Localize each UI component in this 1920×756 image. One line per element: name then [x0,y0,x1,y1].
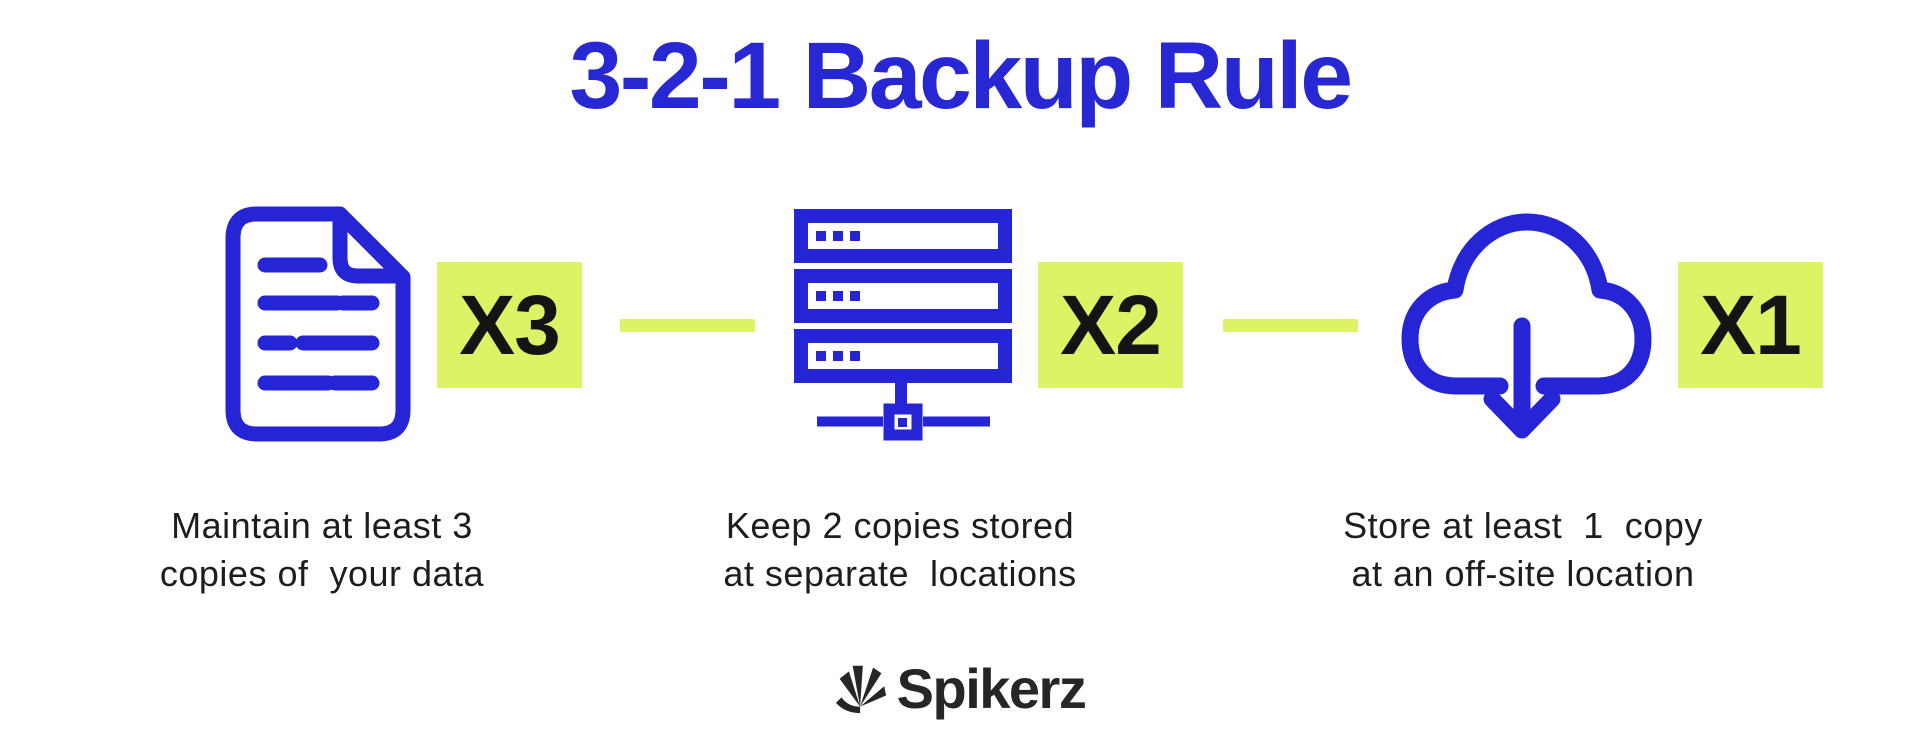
caption-offsite: Store at least 1 copy at an off-site loc… [1263,502,1783,598]
document-text-lines [257,257,380,391]
badge-label: X3 [459,277,561,372]
document-icon [225,206,411,442]
spikerz-hand-icon [835,665,886,713]
caption-line: Store at least 1 copy [1343,505,1703,546]
connector-dash-1 [620,319,755,332]
caption-line: copies of your data [159,553,485,594]
caption-line: at an off-site location [1351,553,1695,594]
count-badge-x1: X1 [1678,262,1823,388]
caption-line: Keep 2 copies stored [725,505,1075,546]
count-badge-x2: X2 [1038,262,1183,388]
cloud-download-icon [1401,213,1652,439]
server-stack-icon [794,209,1012,441]
connector-dash-2 [1223,319,1358,332]
server-leds [816,231,860,361]
caption-line: at separate locations [723,553,1077,594]
caption-copies: Maintain at least 3 copies of your data [62,502,582,598]
brand-logo: Spikerz [0,656,1920,721]
badge-label: X1 [1700,277,1802,372]
badge-label: X2 [1060,277,1162,372]
page-title: 3-2-1 Backup Rule [569,23,1353,129]
caption-locations: Keep 2 copies stored at separate locatio… [640,502,1160,598]
download-arrow [1483,317,1561,439]
count-badge-x3: X3 [437,262,582,388]
brand-name: Spikerz [896,657,1087,720]
caption-line: Maintain at least 3 [171,505,473,546]
